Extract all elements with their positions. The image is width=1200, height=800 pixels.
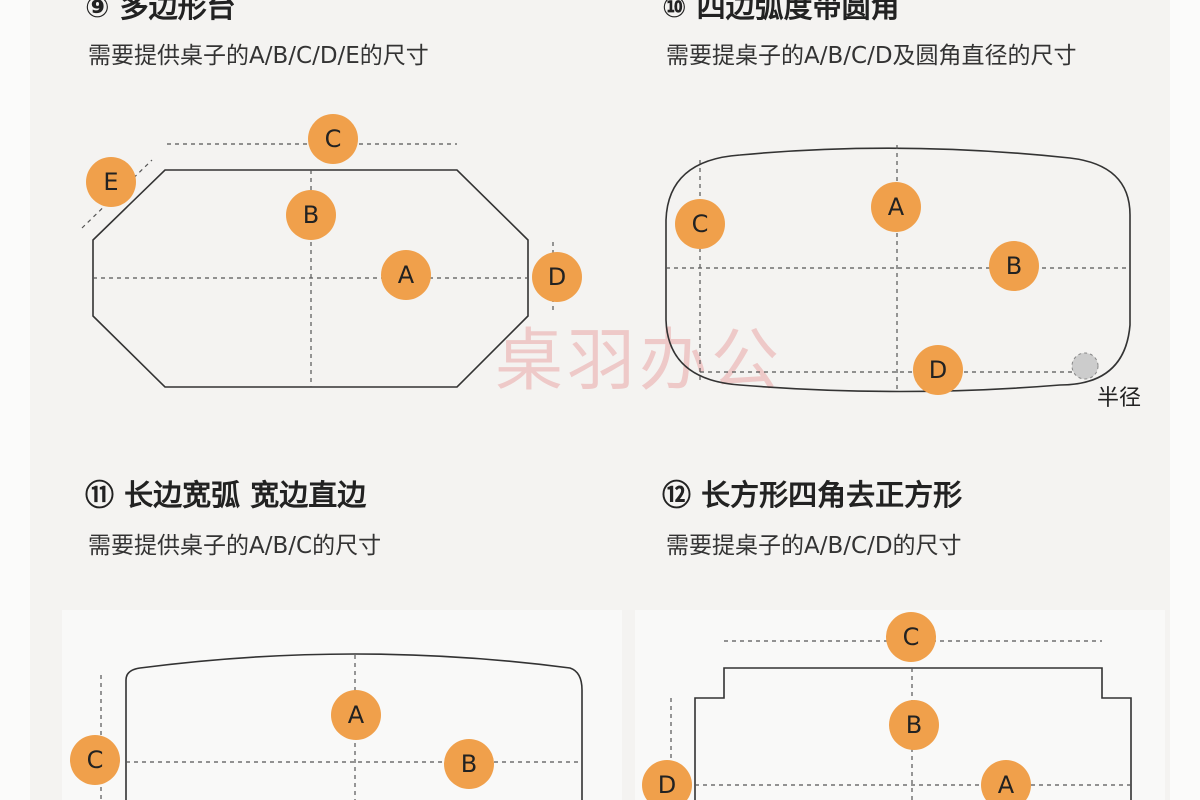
dimension-marker-b — [889, 700, 939, 750]
notched-rect-table-shape — [694, 667, 1132, 800]
watermark: 桌羽办公 — [495, 322, 784, 401]
dimension-marker-c — [70, 735, 120, 785]
section-subtitle-9: 需要提供桌子的A/B/C/D/E的尺寸 — [88, 43, 429, 69]
dimension-marker-d — [642, 760, 692, 800]
section-title-11: ⑪ 长边宽弧 宽边直边 — [85, 478, 367, 512]
corner-radius-marker — [1071, 352, 1099, 380]
dimension-marker-a — [381, 250, 431, 300]
section-subtitle-10: 需要提桌子的A/B/C/D及圆角直径的尺寸 — [666, 43, 1077, 69]
section-subtitle-12: 需要提桌子的A/B/C/D的尺寸 — [666, 533, 962, 559]
dimension-label-b: B — [303, 201, 319, 229]
dimension-marker-e — [86, 157, 136, 207]
dimension-label-d: D — [658, 771, 676, 799]
dimension-label-c: C — [903, 623, 920, 651]
dimension-label-c: C — [87, 746, 104, 774]
octagon-table-shape — [92, 169, 529, 388]
dimension-label-a: A — [348, 701, 365, 729]
section-subtitle-11: 需要提供桌子的A/B/C的尺寸 — [88, 533, 382, 559]
section-title-10: ⑩ 四边弧度带圆角 — [662, 0, 900, 24]
dimension-label-e: E — [103, 168, 118, 196]
dimension-marker-c — [675, 199, 725, 249]
radius-label: 半径 — [1097, 386, 1142, 411]
dimension-marker-d — [913, 345, 963, 395]
dimension-label-c: C — [692, 210, 709, 238]
dimension-marker-c — [308, 114, 358, 164]
dimension-marker-b — [444, 739, 494, 789]
dimension-label-d: D — [548, 263, 566, 291]
dimension-label-b: B — [1006, 252, 1022, 280]
dimension-label-b: B — [906, 711, 922, 739]
dimension-label-c: C — [325, 125, 342, 153]
section-title-12: ⑫ 长方形四角去正方形 — [662, 478, 963, 512]
dimension-label-a: A — [888, 193, 905, 221]
dimension-label-b: B — [461, 750, 477, 778]
dimension-marker-a — [331, 690, 381, 740]
dimension-label-a: A — [998, 771, 1015, 799]
dimension-label-a: A — [398, 261, 415, 289]
dimension-marker-a — [981, 760, 1031, 800]
rounded-rect-table-shape — [665, 147, 1131, 393]
dimension-marker-a — [871, 182, 921, 232]
dimension-marker-c — [886, 612, 936, 662]
arc-table-shape — [125, 653, 583, 800]
dimension-label-d: D — [929, 356, 947, 384]
section-title-9: ⑨ 多边形台 — [85, 0, 236, 24]
dimension-marker-b — [286, 190, 336, 240]
dimension-marker-b — [989, 241, 1039, 291]
dimension-marker-d — [532, 252, 582, 302]
